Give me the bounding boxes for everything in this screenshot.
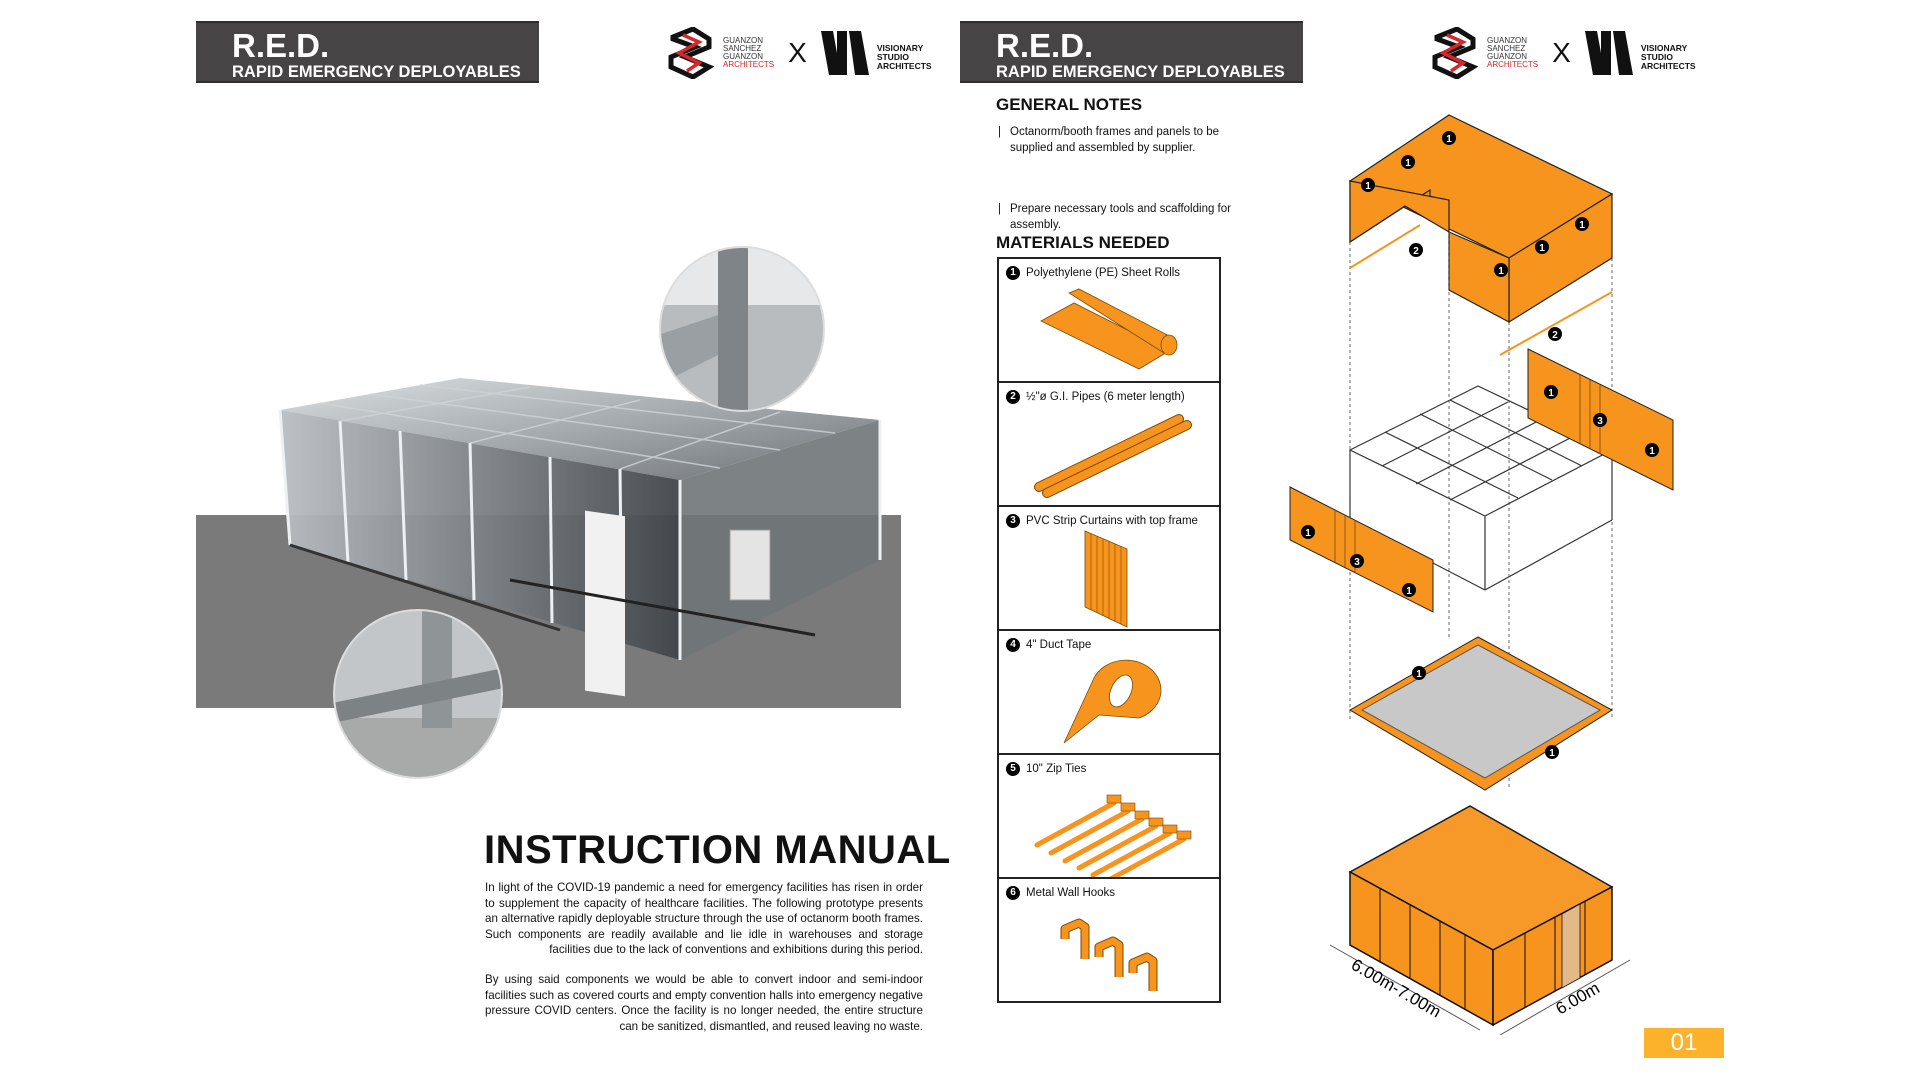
gsg-logo-mark-icon	[668, 27, 715, 79]
materials-heading: MATERIALS NEEDED	[996, 233, 1170, 252]
material-label: 10" Zip Ties	[1026, 763, 1087, 775]
logo-line: ARCHITECTS	[723, 60, 775, 69]
callout-number: 2	[1552, 330, 1558, 341]
material-row: 1 Polyethylene (PE) Sheet Rolls	[999, 259, 1219, 383]
material-row: 5 10" Zip Ties	[999, 755, 1219, 879]
logo-line: STUDIO	[1640, 51, 1673, 62]
right-header-banner: R.E.D. RAPID EMERGENCY DEPLOYABLES	[960, 21, 1303, 83]
strip-curtain-icon	[1084, 530, 1128, 628]
vsa-logo-text: VISIONARY STUDIO ARCHITECTS	[876, 42, 932, 71]
page-number-badge: 01	[1644, 1028, 1724, 1058]
manual-title: INSTRUCTION MANUAL	[484, 828, 951, 872]
left-side-panel	[1289, 486, 1434, 613]
material-row: 6 Metal Wall Hooks	[999, 879, 1219, 1001]
vsa-logo-mark-icon	[820, 31, 869, 75]
logo-line: VISIONARY	[1640, 42, 1688, 53]
logo-line: GUANZON	[723, 52, 763, 61]
header-title: R.E.D.	[232, 27, 330, 64]
material-label: PVC Strip Curtains with top frame	[1026, 515, 1198, 527]
partner-logos-left: GUANZON SANCHEZ GUANZON ARCHITECTS X VIS…	[665, 27, 932, 79]
logo-separator: X	[788, 37, 807, 68]
item-number: 2	[1006, 390, 1020, 404]
material-row: 4 4" Duct Tape	[999, 631, 1219, 755]
logo-line: SANCHEZ	[723, 44, 762, 53]
callout-number: 1	[1305, 528, 1311, 539]
callout-number: 1	[1549, 748, 1555, 759]
detail-inset-top-circle	[659, 246, 825, 412]
logo-line: ARCHITECTS	[1487, 60, 1539, 69]
general-note-item: Prepare necessary tools and scaffolding …	[998, 202, 1250, 233]
partner-logos-right: GUANZON SANCHEZ GUANZON ARCHITECTS X VIS…	[1429, 27, 1696, 79]
logo-line: ARCHITECTS	[1640, 60, 1696, 71]
vsa-logo-mark-icon	[1584, 31, 1633, 75]
general-note-item: Octanorm/booth frames and panels to be s…	[998, 125, 1250, 156]
material-row: 2 ½"ø G.I. Pipes (6 meter length)	[999, 383, 1219, 507]
callout-number: 2	[1413, 246, 1419, 257]
material-label: Polyethylene (PE) Sheet Rolls	[1026, 267, 1181, 279]
left-header-banner: R.E.D. RAPID EMERGENCY DEPLOYABLES	[196, 21, 539, 83]
callout-number: 3	[1354, 557, 1360, 568]
logo-line: GUANZON	[1487, 36, 1527, 45]
logo-line: SANCHEZ	[1487, 44, 1526, 53]
item-number: 1	[1006, 266, 1020, 280]
header-subtitle: RAPID EMERGENCY DEPLOYABLES	[996, 63, 1285, 81]
callout-number: 1	[1539, 243, 1545, 254]
zip-ties-icon	[1034, 794, 1192, 877]
header-title: R.E.D.	[996, 27, 1094, 64]
gsg-logo-text: GUANZON SANCHEZ GUANZON ARCHITECTS	[723, 37, 774, 69]
logo-line: STUDIO	[876, 51, 909, 62]
logo-line: ARCHITECTS	[876, 60, 932, 71]
item-number: 6	[1006, 886, 1020, 900]
callout-number: 1	[1649, 446, 1655, 457]
gsg-logo-text: GUANZON SANCHEZ GUANZON ARCHITECTS	[1487, 37, 1538, 69]
header-subtitle: RAPID EMERGENCY DEPLOYABLES	[232, 63, 521, 81]
item-number: 5	[1006, 762, 1020, 776]
usage-paragraph: By using said components we would be abl…	[485, 973, 923, 1033]
item-number: 3	[1006, 514, 1020, 528]
logo-line: GUANZON	[1487, 52, 1527, 61]
callout-number: 3	[1597, 416, 1603, 427]
logo-separator: X	[1552, 37, 1571, 68]
detail-inset-bottom-circle	[333, 609, 503, 779]
intro-paragraph: In light of the COVID-19 pandemic a need…	[485, 881, 923, 956]
callout-markers: 1 1 1 1 1 1 2 2 1 3 1 1 3 1 1 1	[1301, 131, 1659, 759]
assembled-unit	[1348, 805, 1614, 1027]
callout-number: 1	[1548, 388, 1554, 399]
material-label: 4" Duct Tape	[1026, 639, 1092, 651]
material-label: ½"ø G.I. Pipes (6 meter length)	[1026, 391, 1185, 403]
callout-number: 1	[1405, 158, 1411, 169]
gsg-logo-mark-icon	[1432, 27, 1479, 79]
duct-tape-icon	[1063, 659, 1162, 744]
booth-frame-wireframe	[1348, 385, 1614, 591]
logo-line: VISIONARY	[876, 42, 924, 53]
vsa-logo-text: VISIONARY STUDIO ARCHITECTS	[1640, 42, 1696, 71]
callout-number: 1	[1579, 220, 1585, 231]
sheet-roll-icon	[1040, 288, 1178, 370]
callout-number: 1	[1365, 181, 1371, 192]
logo-line: GUANZON	[723, 36, 763, 45]
material-row: 3 PVC Strip Curtains with top frame	[999, 507, 1219, 631]
callout-number: 1	[1498, 266, 1504, 277]
materials-table: 1 Polyethylene (PE) Sheet Rolls 2 ½"ø G.I.…	[997, 257, 1221, 1003]
pipes-icon	[1034, 414, 1192, 498]
general-notes-heading: GENERAL NOTES	[996, 95, 1143, 114]
callout-number: 1	[1446, 134, 1452, 145]
material-label: Metal Wall Hooks	[1026, 887, 1116, 899]
exploded-assembly-diagram: 6.00m-7.00m 6.00m 1 1 1 1 1 1 2 2 1 3 1 …	[1289, 114, 1674, 1035]
wall-hooks-icon	[1060, 918, 1158, 991]
prototype-tent-photo	[278, 378, 882, 697]
callout-number: 1	[1416, 669, 1422, 680]
roof-panels	[1348, 114, 1614, 324]
item-number: 4	[1006, 638, 1020, 652]
callout-number: 1	[1406, 586, 1412, 597]
